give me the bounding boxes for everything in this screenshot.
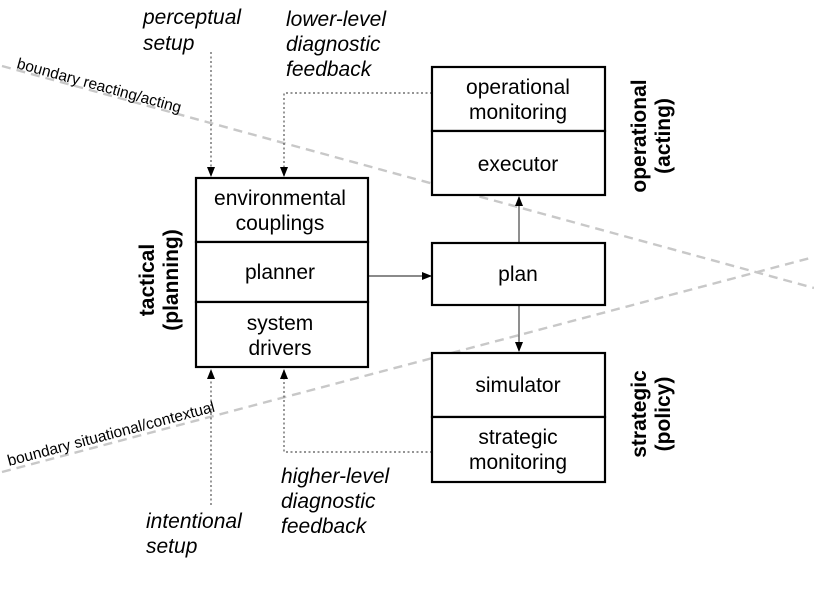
perceptual-setup-label-1: perceptual: [142, 6, 242, 29]
tactical-block: environmental couplings planner system d…: [194, 176, 370, 369]
boundary-label-reacting-acting: boundary reacting/acting: [15, 55, 183, 116]
operational-side-label-2: (acting): [652, 98, 675, 174]
strategic-monitoring-box: [430, 415, 607, 484]
operational-side-label: operational (acting): [628, 79, 675, 192]
higher-level-feedback-label-2: diagnostic: [281, 490, 376, 513]
environmental-couplings-label-2: couplings: [236, 212, 325, 235]
strategic-side-label-2: (policy): [652, 377, 675, 452]
operational-monitoring-box: [430, 65, 607, 133]
lower-level-feedback-label-3: feedback: [286, 58, 373, 81]
intentional-setup-label-1: intentional: [146, 510, 243, 533]
environmental-couplings-box: [194, 176, 370, 244]
executor-box: [430, 129, 607, 197]
perceptual-setup-label-2: setup: [143, 32, 194, 55]
boundary-label-situational-contextual: boundary situational/contextual: [6, 399, 217, 470]
lower-level-feedback-label-1: lower-level: [286, 8, 387, 31]
higher-level-feedback-label-1: higher-level: [281, 465, 391, 488]
intentional-setup-label-2: setup: [146, 535, 197, 558]
lower-level-feedback-label-2: diagnostic: [286, 33, 381, 56]
operational-block: operational monitoring executor: [430, 65, 607, 197]
environmental-couplings-label-1: environmental: [214, 187, 346, 210]
executor-label: executor: [478, 153, 559, 176]
system-drivers-box: [194, 300, 370, 369]
boundary-line-reacting-acting: [1, 64, 814, 290]
higher-level-feedback-label-3: feedback: [281, 515, 368, 538]
simulator-label: simulator: [475, 374, 560, 397]
operational-side-label-1: operational: [628, 79, 651, 192]
higher-level-feedback-line: [280, 369, 432, 453]
strategic-block: simulator strategic monitoring: [430, 351, 607, 484]
boundary-line-situational-contextual: [1, 255, 814, 474]
operational-monitoring-label-1: operational: [466, 76, 570, 99]
plan-box: [430, 241, 607, 307]
system-drivers-label-1: system: [247, 312, 314, 335]
plan-label: plan: [498, 263, 538, 286]
planner-label: planner: [245, 261, 315, 284]
strategic-side-label: strategic (policy): [628, 370, 675, 458]
strategic-monitoring-label-2: monitoring: [469, 451, 567, 474]
strategic-side-label-1: strategic: [628, 370, 651, 458]
system-drivers-label-2: drivers: [248, 337, 311, 360]
tactical-side-label: tactical (planning): [136, 229, 183, 330]
simulator-box: [430, 351, 607, 419]
tactical-side-label-2: (planning): [160, 229, 183, 330]
operational-monitoring-label-2: monitoring: [469, 101, 567, 124]
strategic-monitoring-label-1: strategic: [478, 426, 557, 449]
tactical-side-label-1: tactical: [136, 244, 159, 316]
lower-level-feedback-line: [280, 92, 432, 177]
